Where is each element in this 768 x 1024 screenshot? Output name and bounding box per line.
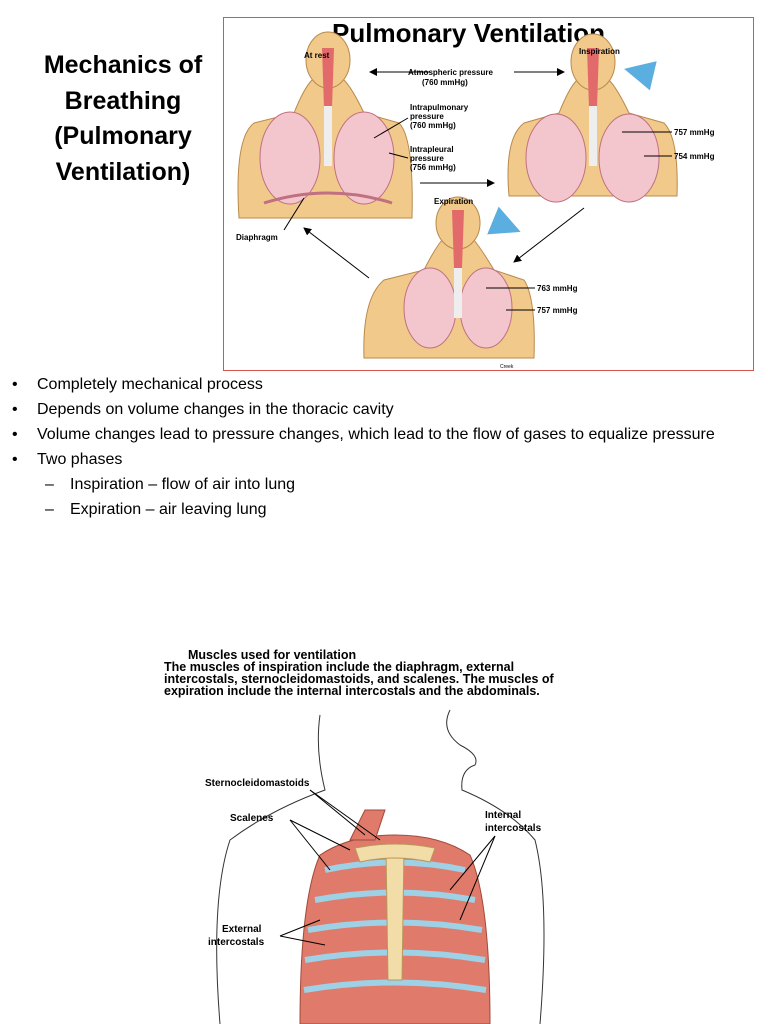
inspiration-label: Inspiration <box>579 47 620 56</box>
intrapulmonary-label: Intrapulmonary <box>410 103 469 112</box>
sternocleidomastoids-label: Sternocleidomastoids <box>205 778 310 789</box>
title-line: Mechanics of <box>43 51 203 79</box>
bullet-list: • Completely mechanical process • Depends … <box>12 375 752 525</box>
pulmonary-ventilation-illustration: Pulmonary Ventilation <box>236 18 715 370</box>
pulmonary-ventilation-figure: Pulmonary Ventilation <box>223 17 754 371</box>
inspiration-pressure-1: 757 mmHg <box>674 128 715 137</box>
intrapulmonary-value: (760 mmHg) <box>410 121 456 130</box>
expiration-pressure-1: 763 mmHg <box>537 284 578 293</box>
internal-intercostals-label: Internal <box>485 810 521 821</box>
intrapleural-label-2: pressure <box>410 154 444 163</box>
muscles-caption-line: expiration include the internal intercos… <box>164 684 540 698</box>
bullet-text: Two phases <box>37 451 123 468</box>
muscles-caption-line: intercostals, sternocleidomastoids, and … <box>164 672 555 686</box>
torso-inspiration <box>507 33 678 203</box>
sub-bullet-marker: – <box>45 501 54 518</box>
expiration-pressure-2: 757 mmHg <box>537 306 578 315</box>
diaphragm-label: Diaphragm <box>236 233 278 242</box>
intrapulmonary-label-2: pressure <box>410 112 444 121</box>
rib-cage <box>299 809 491 1024</box>
figure-title: Pulmonary Ventilation <box>332 18 605 48</box>
intrapleural-label: Intrapleural <box>410 145 454 154</box>
bullet-marker: • <box>12 401 18 418</box>
bullet-item: • Completely mechanical process <box>12 375 752 395</box>
sub-bullet-item: –Inspiration – flow of air into lung <box>12 475 752 495</box>
bullet-item: • Depends on volume changes in the thorac… <box>12 400 752 420</box>
ventilation-muscles-figure: Muscles used for ventilation The muscles… <box>150 640 620 1024</box>
sub-bullet-text: Inspiration – flow of air into lung <box>70 476 296 493</box>
torso-at-rest <box>237 31 413 219</box>
bullet-text: Volume changes lead to pressure changes,… <box>37 426 715 443</box>
torso-expiration <box>363 196 535 359</box>
scalenes-label: Scalenes <box>230 813 274 824</box>
bullet-marker: • <box>12 451 18 468</box>
muscles-caption-title: Muscles used for ventilation <box>188 648 356 662</box>
title-line: (Pulmonary <box>54 122 192 150</box>
bullet-item: • Two phases <box>12 450 752 470</box>
bullet-marker: • <box>12 376 18 393</box>
atmospheric-pressure-label: Atmospheric pressure <box>408 68 493 77</box>
ventilation-muscles-illustration: Muscles used for ventilation The muscles… <box>164 648 555 1024</box>
title-line: Breathing <box>64 86 182 115</box>
at-rest-label: At rest <box>304 51 330 60</box>
sub-bullet-marker: – <box>45 476 54 493</box>
title-line: Ventilation) <box>55 157 191 186</box>
expiration-label: Expiration <box>434 197 473 206</box>
internal-intercostals-label-2: intercostals <box>485 823 542 834</box>
slide-title: Mechanics of Breathing (Pulmonary Ventil… <box>28 48 218 190</box>
inspiration-pressure-2: 754 mmHg <box>674 152 715 161</box>
muscles-caption-line: The muscles of inspiration include the d… <box>164 660 514 674</box>
bullet-text: Depends on volume changes in the thoraci… <box>37 401 394 418</box>
sub-bullet-text: Expiration – air leaving lung <box>70 501 267 518</box>
bullet-marker: • <box>12 426 18 443</box>
figure-credit: Creek <box>500 364 514 370</box>
sub-bullet-item: –Expiration – air leaving lung <box>12 500 752 520</box>
atmospheric-pressure-value: (760 mmHg) <box>422 78 468 87</box>
bullet-item: • Volume changes lead to pressure changes… <box>12 425 752 445</box>
intrapleural-value: (756 mmHg) <box>410 163 456 172</box>
external-intercostals-label-2: intercostals <box>208 937 265 948</box>
external-intercostals-label: External <box>222 924 262 935</box>
bullet-text: Completely mechanical process <box>37 376 263 393</box>
